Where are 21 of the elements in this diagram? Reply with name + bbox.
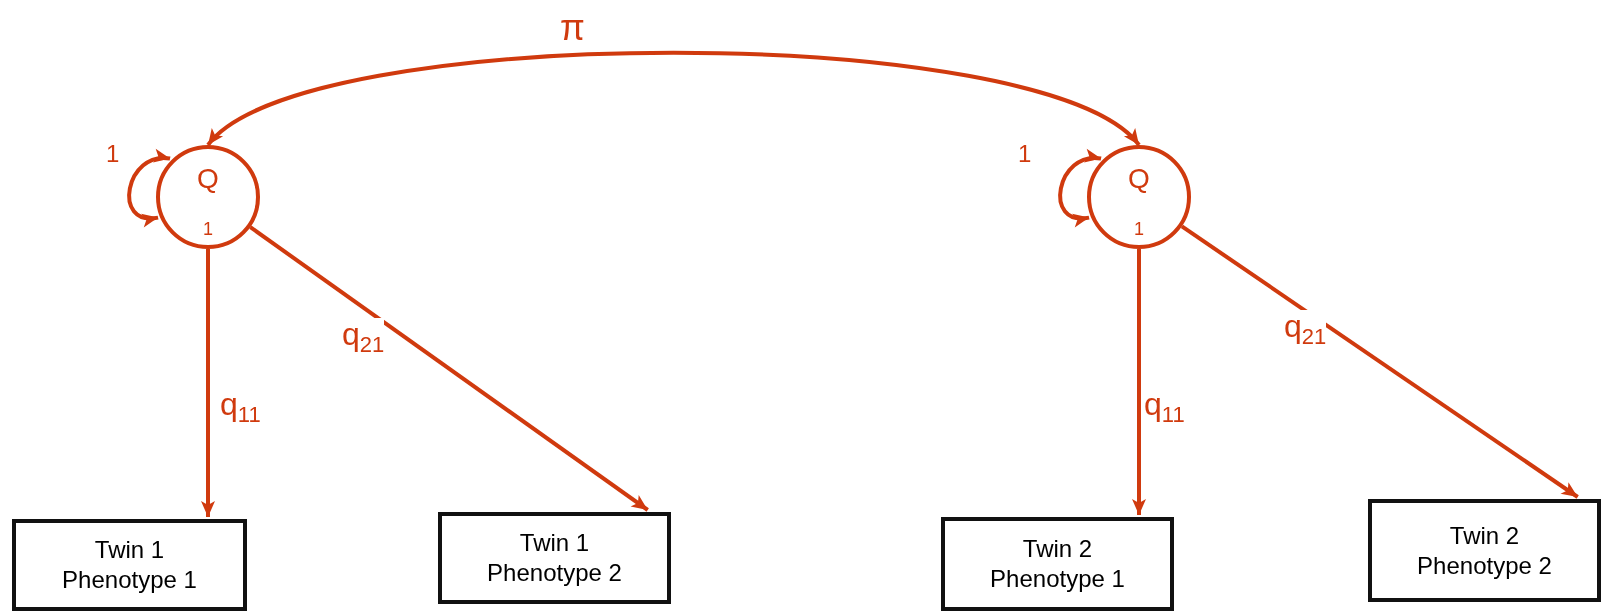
phenotype-box	[941, 517, 1174, 611]
node-label: Twin 1 Phenotype 1	[61, 535, 198, 595]
arrow	[1132, 249, 1146, 515]
arrow	[1180, 224, 1579, 499]
arrow	[206, 50, 1141, 147]
factor-label: Q	[1127, 163, 1151, 195]
latent-factor-circle	[156, 145, 260, 249]
phenotype-box	[12, 519, 247, 611]
self-loop-arrow	[1058, 150, 1102, 226]
factor-loading: 1	[202, 219, 214, 240]
factor-label: Q	[196, 163, 220, 195]
arrow	[249, 225, 649, 512]
arrow	[201, 249, 215, 517]
node-label: Twin 1 Phenotype 2	[486, 528, 623, 588]
node-label: Twin 2 Phenotype 2	[1416, 520, 1553, 581]
factor-loading: 1	[1133, 219, 1145, 240]
node-label: Twin 2 Phenotype 1	[989, 534, 1126, 594]
phenotype-box	[1368, 499, 1601, 602]
phenotype-box	[438, 512, 671, 604]
latent-factor-circle	[1087, 145, 1191, 249]
self-loop-arrow	[127, 150, 171, 226]
